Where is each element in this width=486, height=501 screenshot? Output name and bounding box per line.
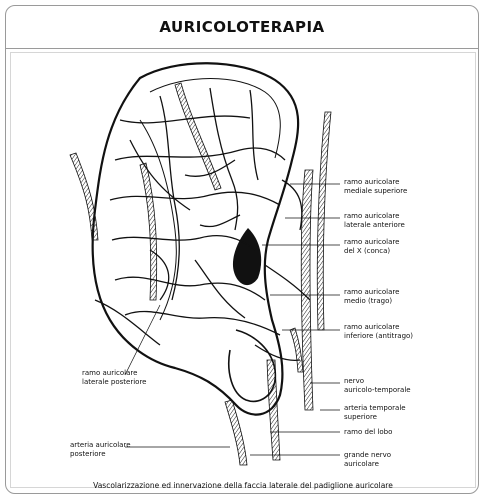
label-grande-nervo-auricolare: grande nervo auricolare	[344, 451, 391, 468]
label-ramo-laterale-anteriore: ramo auricolare laterale anteriore	[344, 212, 405, 229]
figure-caption: Vascolarizzazione ed innervazione della …	[0, 481, 486, 490]
label-ramo-medio-trago: ramo auricolare medio (trago)	[344, 288, 399, 305]
label-ramo-del-lobo: ramo del lobo	[344, 428, 392, 437]
label-text: ramo auricolare laterale anteriore	[344, 212, 405, 229]
label-text: ramo auricolare del X (conca)	[344, 238, 399, 255]
label-text: nervo auricolo-temporale	[344, 377, 411, 394]
label-text: ramo del lobo	[344, 428, 392, 436]
label-arteria-auricolare-posteriore: arteria auricolare posteriore	[70, 441, 131, 458]
label-ramo-laterale-posteriore: ramo auricolare laterale posteriore	[82, 369, 147, 386]
label-text: grande nervo auricolare	[344, 451, 391, 468]
label-ramo-x-conca: ramo auricolare del X (conca)	[344, 238, 399, 255]
label-ramo-mediale-superiore: ramo auricolare mediale superiore	[344, 178, 407, 195]
label-text: ramo auricolare mediale superiore	[344, 178, 407, 195]
label-text: arteria auricolare posteriore	[70, 441, 131, 458]
label-nervo-auricolo-temporale: nervo auricolo-temporale	[344, 377, 411, 394]
label-text: ramo auricolare laterale posteriore	[82, 369, 147, 386]
label-arteria-temporale-superiore: arteria temporale superiore	[344, 404, 406, 421]
label-ramo-inferiore-antitrago: ramo auricolare inferiore (antitrago)	[344, 323, 413, 340]
label-text: ramo auricolare inferiore (antitrago)	[344, 323, 413, 340]
label-text: ramo auricolare medio (trago)	[344, 288, 399, 305]
label-text: arteria temporale superiore	[344, 404, 406, 421]
